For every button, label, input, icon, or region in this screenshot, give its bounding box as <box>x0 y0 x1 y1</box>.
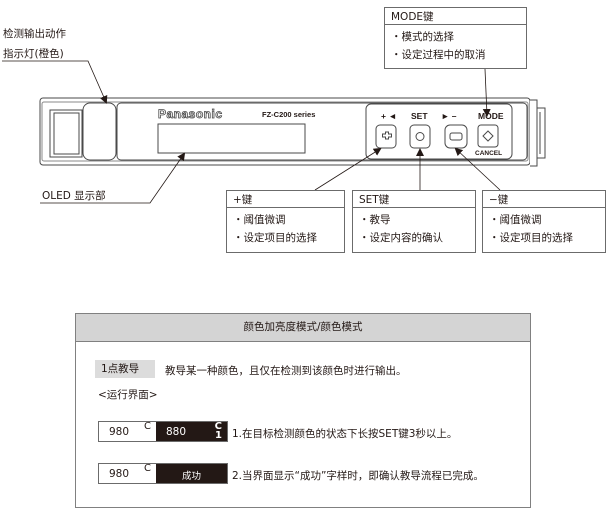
panel-title: 颜色加亮度模式/颜色模式 <box>76 314 530 342</box>
display-right: 成功 <box>156 464 227 483</box>
indicator-leader <box>2 60 108 104</box>
screen-label: <运行界面> <box>98 389 158 401</box>
plus-button <box>375 124 397 149</box>
display-left: 980 C <box>99 463 156 483</box>
device-body <box>39 97 531 166</box>
oled-annotation: OLED 显示部 <box>42 190 106 202</box>
plus-button-label: + ◄ <box>381 111 397 121</box>
step-1-text: 1.在目标检测颜色的状态下长按SET键3秒以上。 <box>232 428 458 440</box>
mode-leader <box>482 68 491 117</box>
minus-button-label: ► – <box>441 111 457 121</box>
callout-title: MODE键 <box>385 8 526 25</box>
callout-item: ・阈值微调 <box>489 214 542 226</box>
model-label: FZ-C200 series <box>262 110 316 119</box>
display-left-unit: C <box>144 421 151 432</box>
callout-item: ・教导 <box>359 214 391 226</box>
mode-button-label: MODE <box>478 111 504 121</box>
display-right-unit: C <box>214 421 222 432</box>
sensor-device <box>39 97 546 167</box>
mode-button <box>477 124 499 148</box>
teach-description: 教导某一种颜色，且仅在检测到该颜色时进行输出。 <box>165 365 407 377</box>
callout-item: ・阈值微调 <box>233 214 286 226</box>
oled-screen <box>157 123 306 154</box>
minus-key-callout: −键 ・阈值微调 ・设定项目的选择 <box>482 190 606 253</box>
minus-button <box>444 124 468 149</box>
display-right-sub: 1 <box>215 430 222 441</box>
display-step-1: 980 C 880 C 1 <box>98 421 228 442</box>
set-key-callout: SET键 ・教导 ・设定内容的确认 <box>352 190 476 253</box>
callout-item: ・模式的选择 <box>391 31 454 43</box>
teach-tag: 1点教导 <box>95 360 155 378</box>
plus-key-callout: +键 ・阈值微调 ・设定项目的选择 <box>226 190 345 253</box>
callout-item: ・设定过程中的取消 <box>391 49 486 61</box>
display-right-value: 880 <box>166 426 187 438</box>
teach-mode-panel: 颜色加亮度模式/颜色模式 <box>75 313 531 508</box>
display-left-unit: C <box>144 463 151 474</box>
plus-leader <box>314 147 382 191</box>
callout-item: ・设定项目的选择 <box>233 232 317 244</box>
callout-item: ・设定内容的确认 <box>359 232 443 244</box>
display-left-value: 980 <box>109 468 130 480</box>
step-2-text: 2.当界面显示“成功”字样时，即确认教导流程已完成。 <box>232 470 484 482</box>
left-cover <box>49 109 83 158</box>
indicator-annotation-line2: 指示灯(橙色) <box>3 48 64 60</box>
display-right-text: 成功 <box>181 471 201 482</box>
set-button-label: SET <box>411 111 428 121</box>
indicator-annotation-line1: 检测输出动作 <box>3 28 66 40</box>
set-button <box>409 124 431 149</box>
display-left: 980 C <box>99 421 156 441</box>
callout-item: ・设定项目的选择 <box>489 232 573 244</box>
callout-title: +键 <box>227 191 344 208</box>
cancel-label: CANCEL <box>475 150 503 157</box>
callout-title: SET键 <box>353 191 475 208</box>
callout-title: −键 <box>483 191 605 208</box>
display-step-2: 980 C 成功 <box>98 463 228 484</box>
display-left-value: 980 <box>109 426 130 438</box>
brand-logo: Panasonic <box>158 107 223 122</box>
indicator-window <box>82 102 117 161</box>
mode-key-callout: MODE键 ・模式的选择 ・设定过程中的取消 <box>384 7 527 69</box>
display-right: 880 C 1 <box>156 421 227 441</box>
